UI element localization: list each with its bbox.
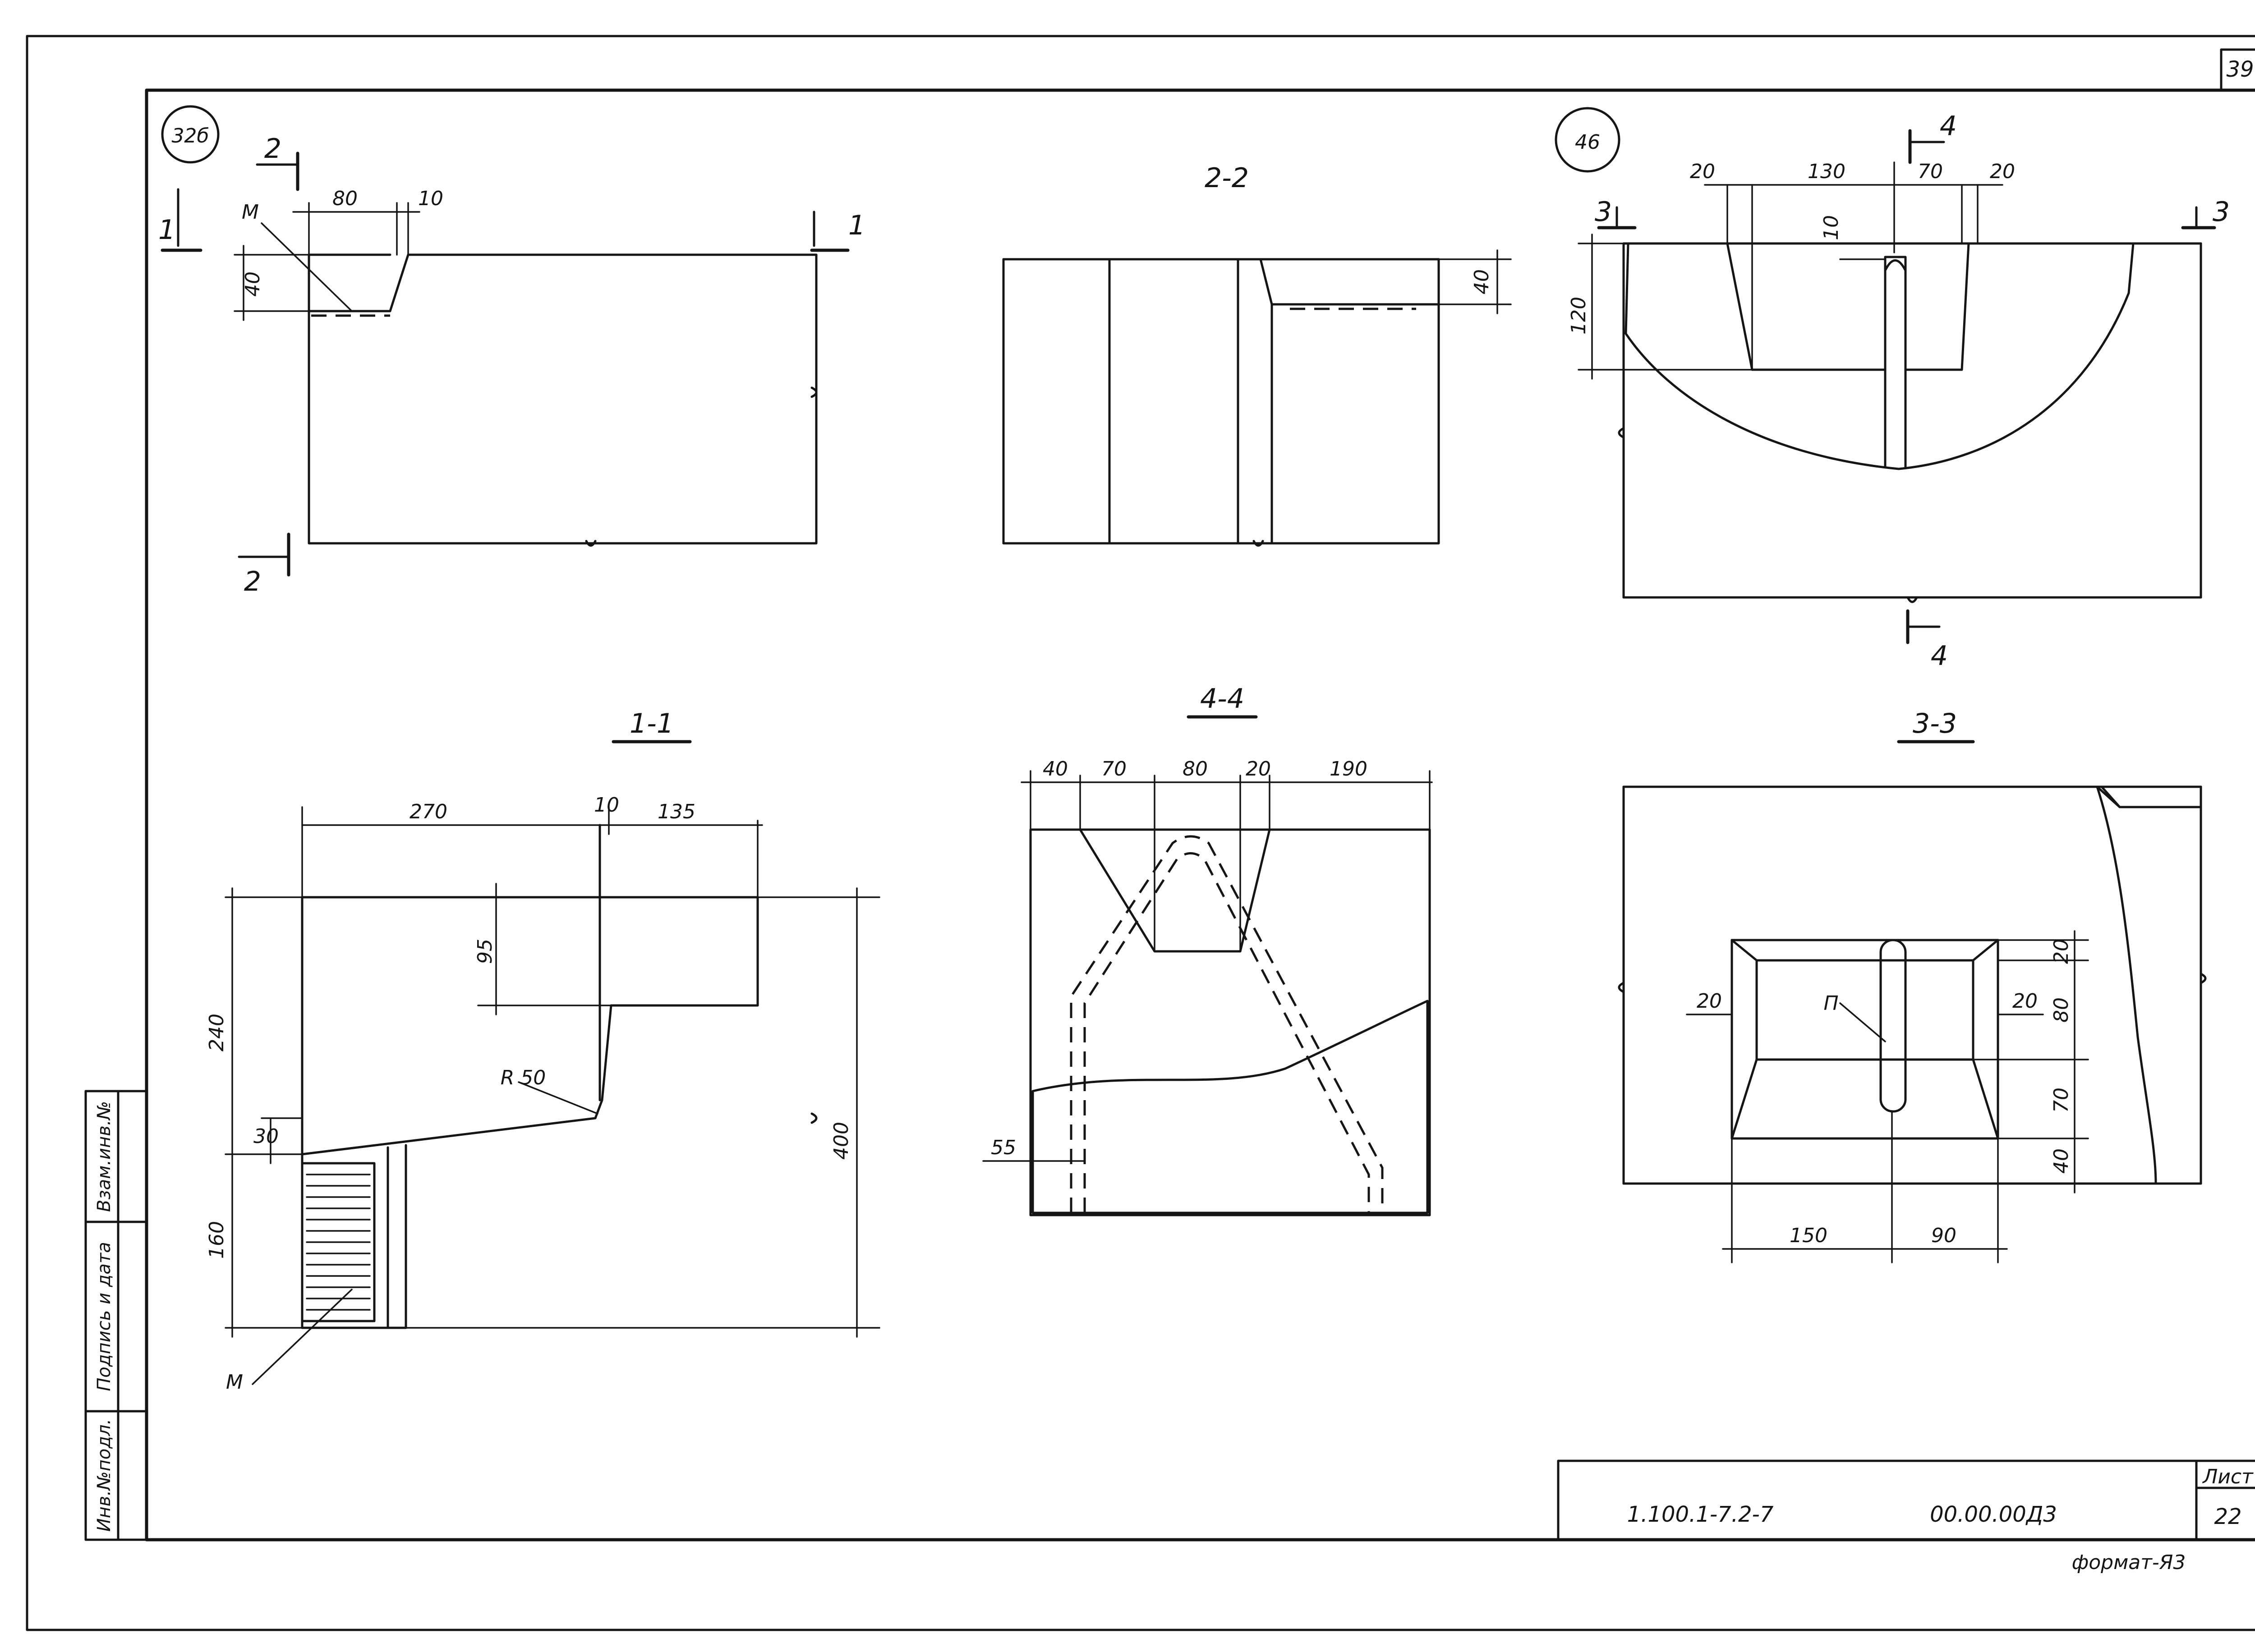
mark-m-32b: М <box>242 201 259 224</box>
dim-32b-b: 10 <box>418 187 443 210</box>
dim-3-3-g: 150 <box>1790 1224 1827 1247</box>
sheet-label: Лист <box>2202 1465 2254 1488</box>
section-3-3-title: 3-3 <box>1913 708 1957 739</box>
dim-3-3-a: 20 <box>1697 990 1722 1013</box>
section-3-3 <box>1618 740 2207 1263</box>
sheet-frame <box>26 35 2255 1631</box>
dim-4-4-e: 190 <box>1330 757 1367 780</box>
dim-3-3-e: 70 <box>2050 1088 2073 1113</box>
dim-3-3-d: 80 <box>2050 997 2073 1023</box>
page-number: 39 <box>2226 57 2254 82</box>
section-4-4-title: 4-4 <box>1200 683 1244 715</box>
section-4-4 <box>982 715 1433 1216</box>
dim-32b-c: 40 <box>241 271 264 297</box>
mark-p-3-3: П <box>1823 992 1838 1015</box>
dim-1-1-e: 240 <box>205 1014 228 1051</box>
dim-3-3-c: 20 <box>2050 939 2073 964</box>
side-stamp-box3: Взам.инв.№ <box>94 1101 115 1212</box>
cut2-label-bottom: 2 <box>244 566 261 597</box>
dim-1-1-g: 30 <box>253 1125 279 1148</box>
title-block <box>1557 1459 2255 1541</box>
dim-1-1-h: 400 <box>830 1122 853 1160</box>
side-stamp-box2: Подпись и дата <box>94 1242 115 1391</box>
dim-32b-a: 80 <box>332 187 358 210</box>
dim-4-4-c: 80 <box>1183 757 1208 780</box>
marker-32b: 32б <box>171 124 209 147</box>
dim-1-1-radius: R 50 <box>501 1066 546 1089</box>
dim-1-1-f: 160 <box>205 1221 228 1259</box>
marker-46: 46 <box>1575 131 1600 154</box>
mark-m-1-1: М <box>226 1371 243 1394</box>
side-stamp <box>84 1090 148 1541</box>
cut4-label-bottom: 4 <box>1931 640 1948 672</box>
section-2-2-title: 2-2 <box>1205 162 1249 194</box>
document-code: 1.100.1-7.2-7 <box>1627 1502 1774 1527</box>
dim-3-3-f: 40 <box>2050 1148 2073 1174</box>
dim-4-4-a: 40 <box>1043 757 1068 780</box>
dim-3-3-b: 20 <box>2012 990 2038 1013</box>
dim-1-1-b: 10 <box>594 794 619 817</box>
side-stamp-box1: Инв.№подл. <box>94 1419 115 1532</box>
dim-4-4-f: 55 <box>991 1136 1016 1159</box>
view-46 <box>1555 107 2216 644</box>
format-label: формат-Я3 <box>2072 1551 2186 1574</box>
dim-46-b: 130 <box>1808 160 1845 183</box>
dim-46-f: 120 <box>1567 297 1590 335</box>
dim-4-4-b: 70 <box>1101 757 1127 780</box>
dim-1-1-d: 95 <box>474 939 497 964</box>
cut3-label-left: 3 <box>1595 196 1612 228</box>
dim-46-e: 10 <box>1820 215 1843 240</box>
cut2-label-top: 2 <box>264 133 281 165</box>
dim-1-1-c: 135 <box>658 800 695 823</box>
drawing-number: 00.00.00Д3 <box>1930 1502 2057 1527</box>
section-1-1 <box>225 740 880 1385</box>
dim-46-a: 20 <box>1690 160 1715 183</box>
dim-1-1-a: 270 <box>410 800 447 823</box>
dim-46-d: 20 <box>1990 160 2015 183</box>
sheet-number: 22 <box>2214 1504 2241 1529</box>
view-32b <box>161 105 850 577</box>
dim-3-3-h: 90 <box>1931 1224 1956 1247</box>
dim-2-2-a: 40 <box>1470 269 1493 294</box>
dim-4-4-d: 20 <box>1246 757 1271 780</box>
cut1-label-right: 1 <box>848 210 865 241</box>
cut3-label-right: 3 <box>2213 196 2230 228</box>
section-2-2 <box>1002 249 1512 547</box>
cut4-label-top: 4 <box>1940 110 1957 142</box>
cut1-label-left: 1 <box>158 214 175 246</box>
dim-46-c: 70 <box>1918 160 1943 183</box>
section-1-1-title: 1-1 <box>630 708 674 739</box>
